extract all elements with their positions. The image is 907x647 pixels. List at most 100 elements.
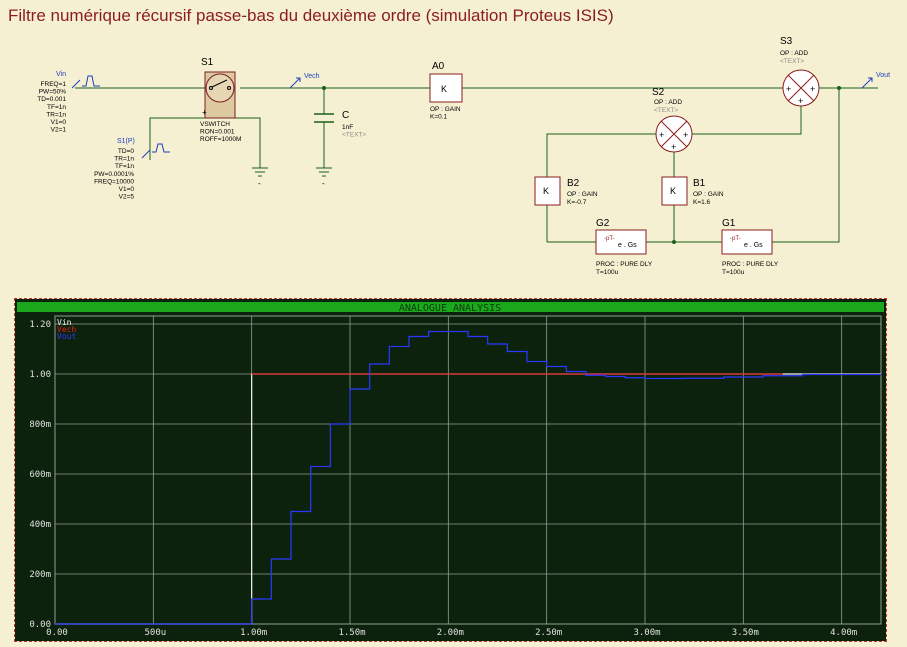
s1p-generator: S1(P) TD=0TR=1nTF=1nPW=0.0001%FREQ=10000…	[94, 138, 170, 201]
y-tick-label: 0.00	[29, 620, 51, 630]
s1p-param: V1=0	[119, 186, 135, 193]
a0-param: K=0.1	[430, 114, 448, 121]
s1p-param: TD=0	[118, 148, 134, 155]
schematic: - - Vin FREQ=1PW=50%TD=0.001TF=1nTR=1nV1…	[37, 36, 890, 276]
y-tick-label: 1.20	[29, 320, 51, 330]
page-title: Filtre numérique récursif passe-bas du d…	[8, 6, 614, 25]
graph-background	[15, 299, 886, 641]
s2-param: <TEXT>	[654, 107, 678, 114]
s1p-param: TF=1n	[115, 163, 134, 170]
plus-label: +	[202, 108, 207, 117]
g1-label: G1	[722, 218, 736, 229]
c-param: <TEXT>	[342, 132, 366, 139]
s1-param: ROFF=1000M	[200, 136, 241, 143]
plus-label: +	[798, 96, 803, 106]
legend-vout: Vout	[57, 332, 76, 341]
b1-label: B1	[693, 178, 706, 189]
s1p-label: S1(P)	[117, 138, 135, 145]
gain-icon: K	[543, 186, 549, 196]
vout-label: Vout	[876, 72, 890, 79]
vin-param: PW=50%	[39, 89, 66, 96]
s2-adder: S2 OP : ADD<TEXT> + + +	[652, 87, 693, 153]
vech-probe: Vech	[289, 73, 320, 89]
ground-icon	[316, 167, 332, 177]
g1-param: PROC : PURE DLY	[722, 261, 779, 268]
y-tick-label: 400m	[29, 520, 51, 530]
trace-vout	[55, 330, 882, 625]
s1p-param: TR=1n	[114, 156, 134, 163]
x-tick-label: 4.00m	[830, 628, 857, 638]
s1-param: VSWITCH	[200, 121, 230, 128]
x-tick-label: 0.00	[46, 628, 68, 638]
graph-title: ANALOGUE ANALYSIS	[399, 303, 501, 314]
vin-param: FREQ=1	[41, 81, 67, 88]
minus-label: -	[258, 179, 261, 188]
adder-icon	[787, 74, 815, 102]
y-tick-label: 800m	[29, 420, 51, 430]
vin-param: V2=1	[51, 127, 67, 134]
s3-param: <TEXT>	[780, 58, 804, 65]
delay-icon: -pT-	[604, 236, 615, 242]
c-label: C	[342, 110, 349, 121]
s1p-param: V2=5	[119, 194, 135, 201]
b2-param: K=-0.7	[567, 199, 587, 206]
vin-label: Vin	[56, 71, 66, 78]
y-tick-label: 1.00	[29, 370, 51, 380]
vin-generator: Vin FREQ=1PW=50%TD=0.001TF=1nTR=1nV1=0V2…	[37, 71, 100, 134]
s1-param: RON=0.001	[200, 129, 235, 136]
a0-label: A0	[432, 61, 445, 72]
wires	[75, 87, 878, 243]
capacitor-icon	[314, 113, 334, 123]
g2-param: T=100u	[596, 269, 619, 276]
x-tick-label: 1.00m	[240, 628, 267, 638]
gain-icon: K	[670, 186, 676, 196]
b1-param: OP : GAIN	[693, 191, 724, 198]
plus-label: +	[786, 84, 791, 94]
s1p-param: FREQ=10000	[94, 178, 134, 185]
s1p-param: PW=0.0001%	[94, 171, 134, 178]
vin-param: TF=1n	[47, 104, 66, 111]
g2-label: G2	[596, 218, 610, 229]
x-tick-label: 500u	[144, 628, 166, 638]
graph-title-bar	[17, 302, 884, 312]
s3-label: S3	[780, 36, 793, 47]
voltage-probe-icon	[289, 77, 301, 89]
legend-vin: Vin	[57, 318, 72, 327]
y-tick-label: 200m	[29, 570, 51, 580]
pulse-source-icon	[141, 143, 170, 159]
s3-param: OP : ADD	[780, 50, 808, 57]
s1-label: S1	[201, 57, 214, 68]
b2-label: B2	[567, 178, 580, 189]
graph-canvas: ANALOGUE ANALYSIS 0.00 500u 1.00m 1.50m 2.00…	[15, 299, 886, 641]
s3-adder: S3 OP : ADD<TEXT> + + +	[780, 36, 820, 107]
minus-label: -	[322, 179, 325, 188]
s2-param: OP : ADD	[654, 99, 682, 106]
vin-param: TR=1n	[46, 111, 66, 118]
adder-icon	[660, 120, 688, 148]
x-tick-label: 2.00m	[437, 628, 464, 638]
vech-label: Vech	[304, 73, 320, 80]
vin-param: TD=0.001	[37, 96, 66, 103]
g2-param: PROC : PURE DLY	[596, 261, 653, 268]
gain-icon: K	[441, 84, 447, 94]
delay-function-label: e . Gs	[744, 242, 763, 249]
y-tick-label: 600m	[29, 470, 51, 480]
pulse-source-icon	[71, 75, 100, 89]
x-tick-label: 2.50m	[535, 628, 562, 638]
switch-icon	[209, 79, 231, 90]
ground-icon	[252, 167, 268, 177]
capacitor-c: C 1nF<TEXT>	[314, 110, 366, 139]
analogue-analysis-graph[interactable]: ANALOGUE ANALYSIS 0.00 500u 1.00m 1.50m 2.00…	[14, 298, 887, 642]
a0-param: OP : GAIN	[430, 106, 461, 113]
x-tick-label: 1.50m	[338, 628, 365, 638]
vin-param: V1=0	[51, 119, 67, 126]
b1-param: K=1.6	[693, 199, 711, 206]
legend-vech: Vech	[57, 325, 76, 334]
plus-label: +	[671, 142, 676, 152]
